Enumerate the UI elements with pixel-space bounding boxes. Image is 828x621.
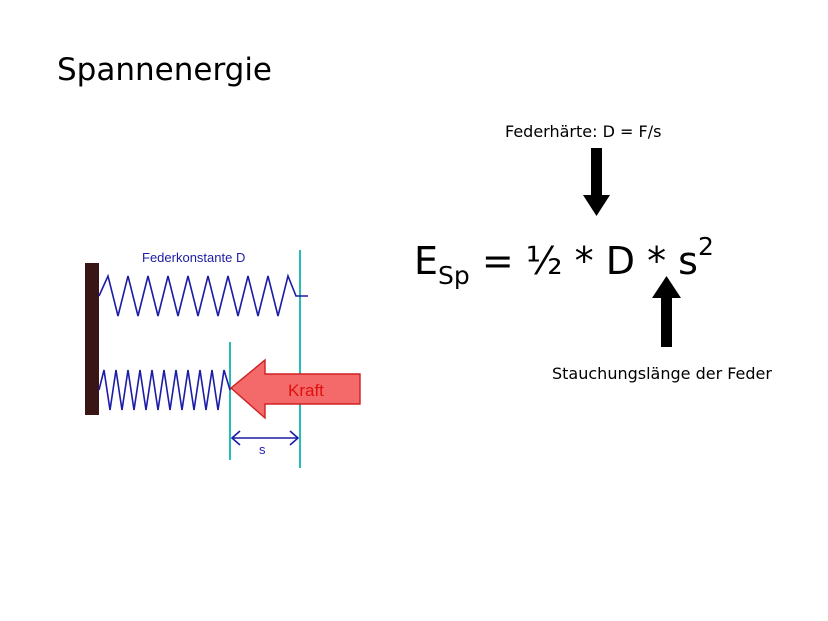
force-label: Kraft — [288, 381, 324, 400]
compressed-spring — [98, 369, 231, 411]
distance-arrow — [230, 430, 300, 446]
distance-label: s — [259, 442, 266, 457]
energy-formula: ESp = ½ * D * s2 — [414, 222, 714, 301]
spring-constant-label: Federkonstante D — [142, 250, 245, 265]
wall — [85, 263, 99, 415]
formula-rhs: = ½ * D * s — [469, 239, 698, 283]
compression-length-annotation: Stauchungslänge der Feder — [552, 364, 772, 383]
formula-exponent: 2 — [697, 232, 714, 261]
page-title: Spannenergie — [57, 52, 273, 88]
up-arrow-icon — [652, 276, 681, 347]
formula-base: E — [414, 239, 439, 283]
force-arrow — [229, 358, 361, 420]
down-arrow-icon — [583, 148, 610, 216]
formula-subscript: Sp — [438, 261, 470, 290]
stiffness-annotation: Federhärte: D = F/s — [505, 122, 662, 141]
relaxed-spring — [98, 273, 308, 317]
